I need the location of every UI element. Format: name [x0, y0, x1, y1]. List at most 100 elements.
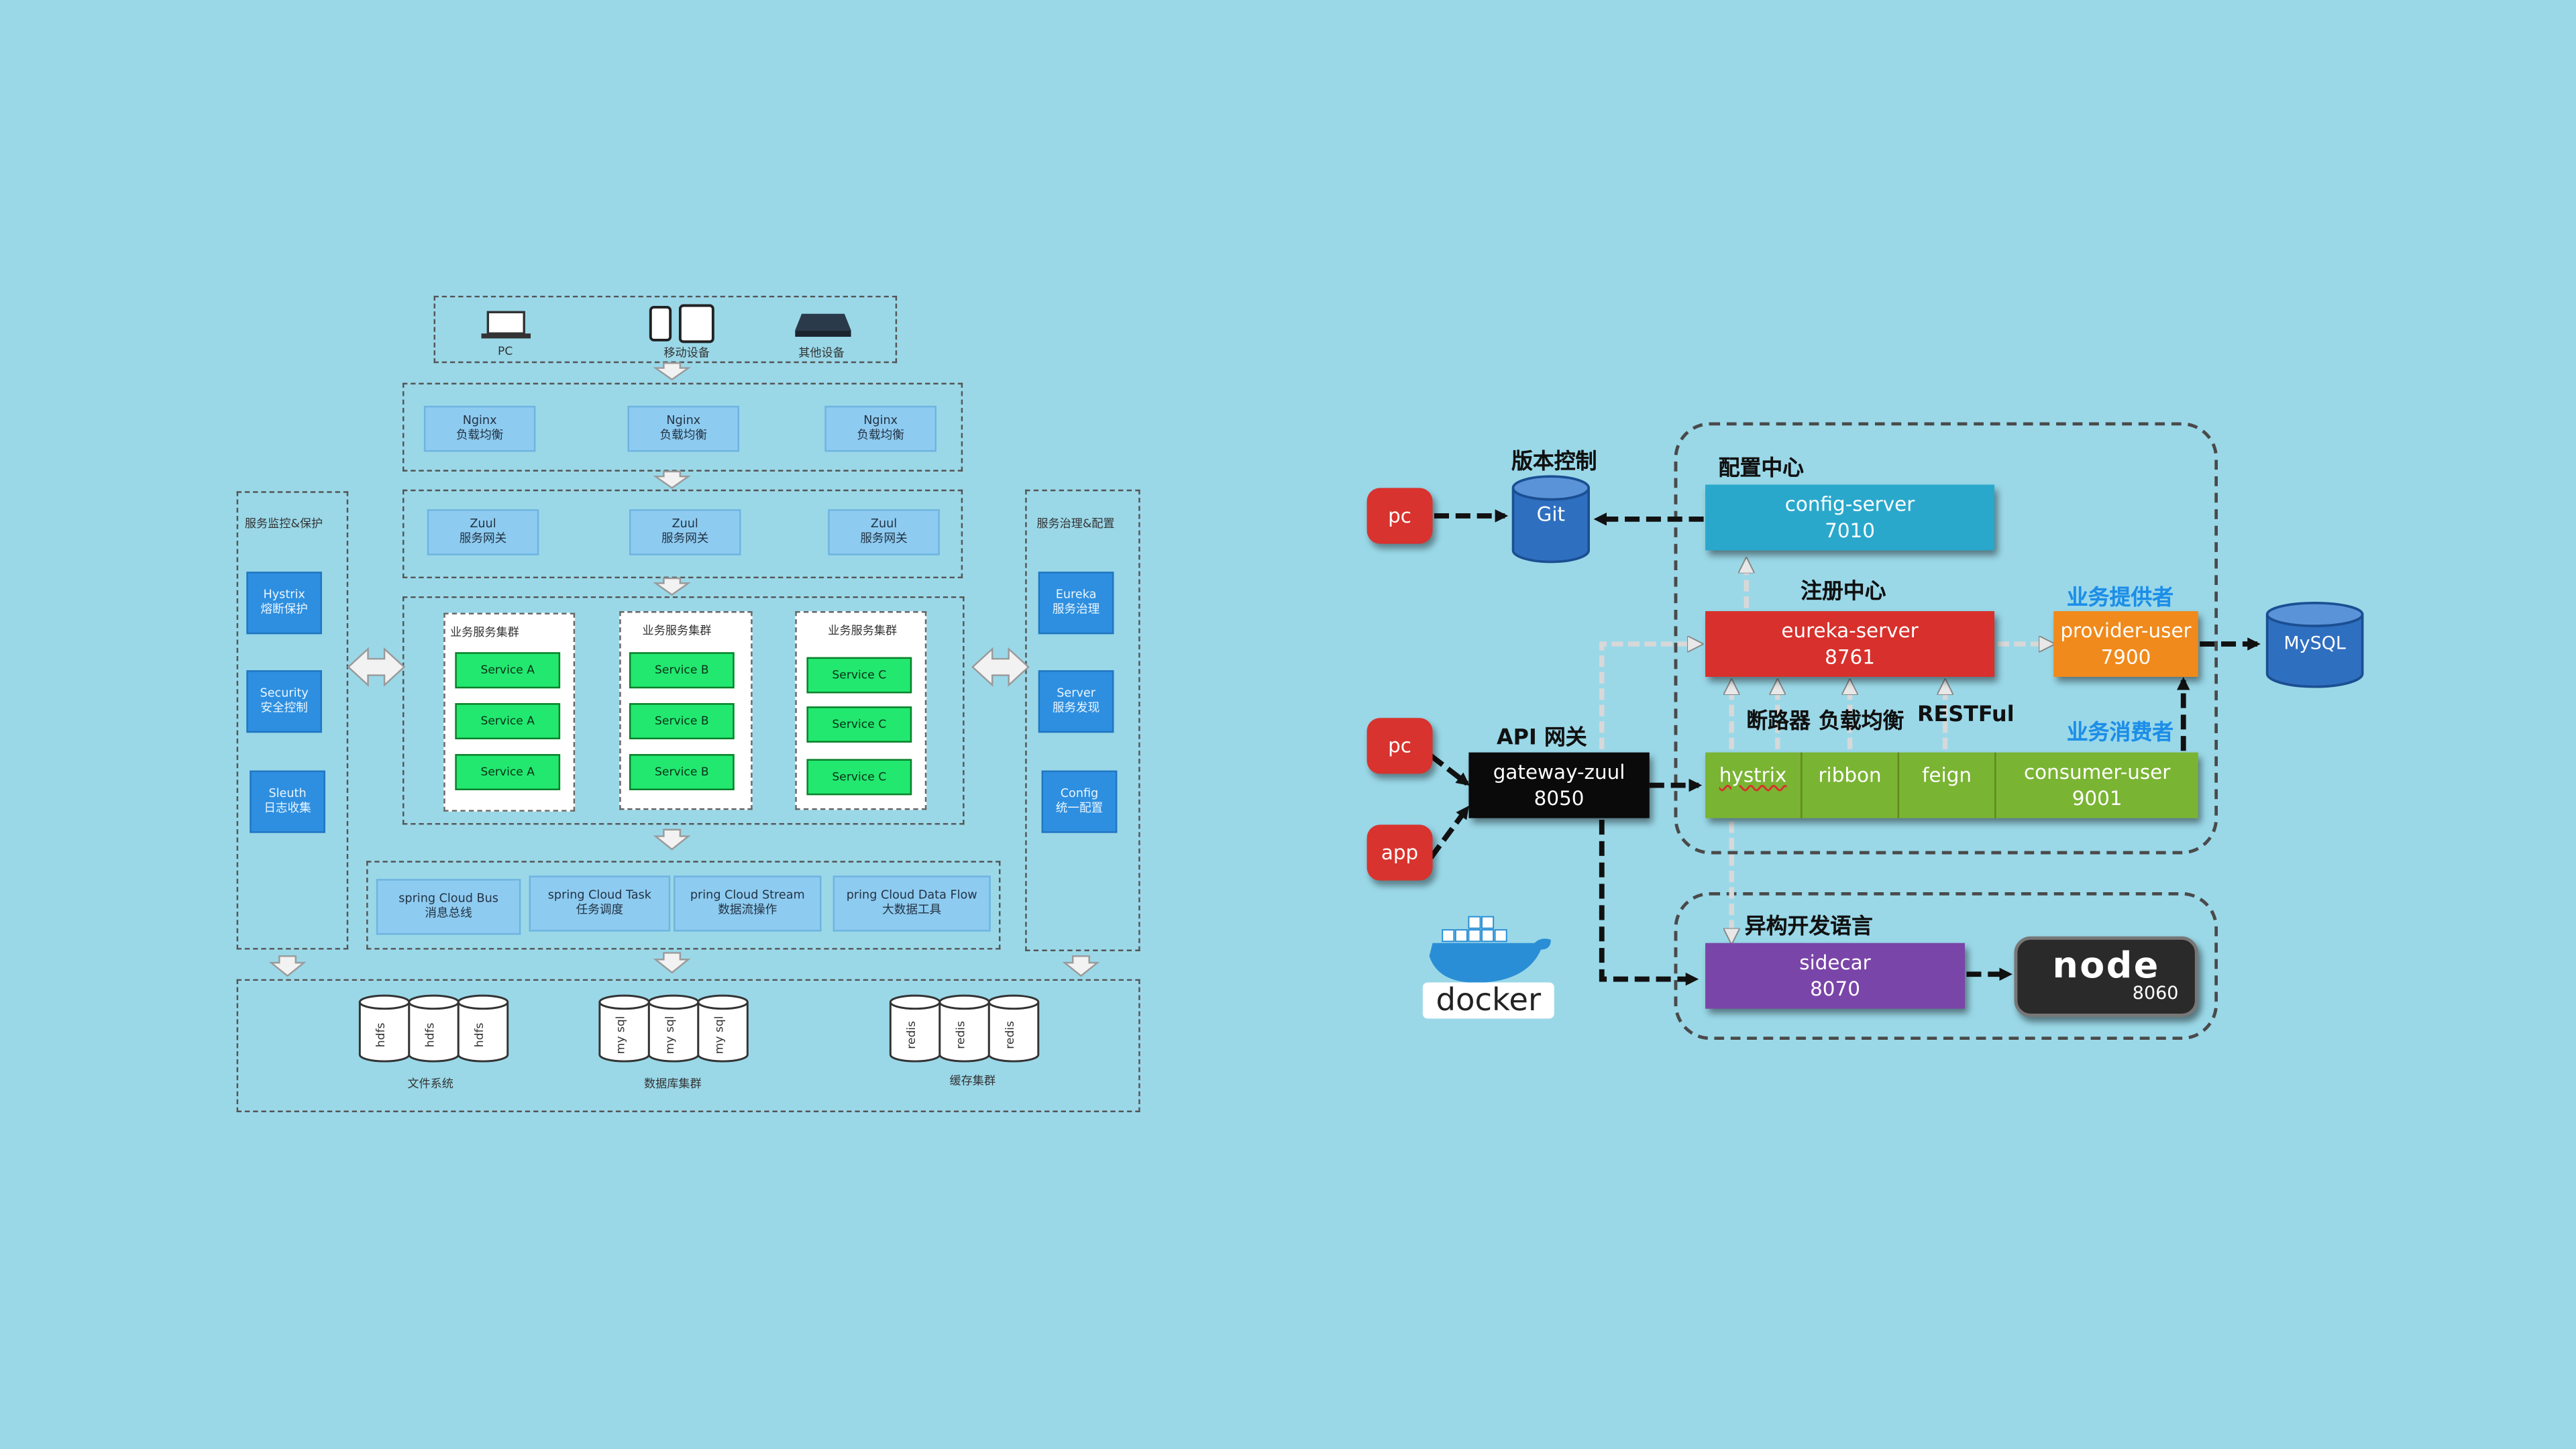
- bus-title: pring Cloud Data Flow: [846, 888, 977, 903]
- app-client[interactable]: app: [1366, 824, 1433, 881]
- zuul-sub: 服务网关: [459, 531, 507, 546]
- service-a-box: Service A: [455, 754, 561, 790]
- sidecar-box[interactable]: sidecar 8070: [1705, 943, 1966, 1009]
- device-other-label: 其他设备: [798, 346, 845, 360]
- monitor-item-title: Sleuth: [268, 786, 307, 801]
- polyglot-heading: 异构开发语言: [1744, 915, 1873, 940]
- app-to-gateway-arrow: [1428, 805, 1470, 859]
- registry-heading: 注册中心: [1801, 580, 1886, 605]
- monitor-item-title: Hystrix: [263, 587, 305, 602]
- config-server-box[interactable]: config-server 7010: [1705, 484, 1995, 551]
- feign-label: feign: [1922, 763, 1972, 788]
- down-arrow-icon: [1062, 955, 1100, 977]
- gateway-port: 8050: [1534, 787, 1585, 810]
- load-balance-heading: 负载均衡: [1819, 709, 1904, 735]
- pc-to-gateway-arrow: [1429, 753, 1470, 786]
- ribbon-segment[interactable]: ribbon: [1803, 752, 1900, 818]
- monitor-item-sub: 日志收集: [264, 800, 311, 815]
- service-c-box: Service C: [806, 759, 912, 796]
- config-server-name: config-server: [1784, 492, 1915, 516]
- eureka-server-box[interactable]: eureka-server 8761: [1705, 611, 1995, 677]
- services-group: [402, 596, 965, 825]
- pc-client[interactable]: pc: [1366, 488, 1433, 544]
- service-b-box: Service B: [629, 703, 735, 740]
- monitor-title: 服务监控&保护: [244, 517, 323, 531]
- hystrix-label: hystrix: [1719, 763, 1787, 788]
- nginx-title: Nginx: [462, 413, 497, 428]
- consumer-bar: hystrix ribbon feign consumer-user 9001: [1705, 752, 2198, 818]
- service-c-box: Service C: [806, 657, 912, 694]
- provider-user-port: 7900: [2100, 645, 2151, 669]
- service-c-box: Service C: [806, 706, 912, 743]
- double-arrow-icon: [971, 647, 1030, 688]
- service-a-box: Service A: [455, 703, 561, 740]
- node-logo: node: [2052, 946, 2160, 987]
- monitor-item-title: Security: [260, 686, 309, 701]
- consumer-user-name: consumer-user: [2023, 760, 2171, 784]
- zuul-sub: 服务网关: [860, 531, 908, 546]
- governance-item-sub: 服务发现: [1052, 700, 1100, 715]
- governance-item-title: Config: [1060, 786, 1099, 801]
- provider-user-name: provider-user: [2060, 619, 2192, 643]
- provider-user-box[interactable]: provider-user 7900: [2053, 611, 2198, 677]
- zuul-title: Zuul: [870, 516, 898, 531]
- version-control-heading: 版本控制: [1511, 450, 1597, 475]
- cluster-title: 业务服务集群: [450, 626, 519, 639]
- down-arrow-icon: [653, 577, 692, 596]
- consumer-user-segment[interactable]: consumer-user 9001: [1996, 753, 2198, 818]
- cluster-title: 业务服务集群: [642, 624, 712, 638]
- monitor-item-sub: 安全控制: [260, 700, 308, 715]
- laptop-icon: [481, 311, 531, 339]
- node-box[interactable]: node 8060: [2014, 936, 2198, 1017]
- nginx-sub: 负载均衡: [659, 427, 707, 442]
- bus-sub: 消息总线: [425, 905, 472, 920]
- config-server-port: 7010: [1825, 519, 1875, 543]
- consumer-heading: 业务消费者: [2066, 721, 2174, 746]
- pc-client[interactable]: pc: [1366, 718, 1433, 774]
- governance-item-title: Server: [1057, 686, 1095, 701]
- down-arrow-icon: [653, 470, 692, 489]
- config-center-heading: 配置中心: [1718, 456, 1805, 482]
- bus-sub: 数据流操作: [718, 902, 777, 917]
- mobile-devices-icon: [649, 304, 714, 343]
- bus-title: spring Cloud Task: [547, 888, 652, 903]
- governance-item-sub: 服务治理: [1052, 601, 1100, 616]
- gateway-name: gateway-zuul: [1493, 760, 1625, 784]
- service-b-box: Service B: [629, 652, 735, 689]
- device-mobile-label: 移动设备: [663, 346, 710, 360]
- other-device-icon: [795, 313, 851, 337]
- monitor-group: [236, 491, 349, 950]
- git-label: Git: [1536, 502, 1566, 526]
- feign-segment[interactable]: feign: [1899, 752, 1996, 818]
- node-port: 8060: [2132, 982, 2179, 1004]
- governance-group: [1025, 489, 1140, 951]
- sidecar-port: 8070: [1810, 977, 1860, 1001]
- down-arrow-icon: [653, 362, 692, 381]
- ribbon-label: ribbon: [1818, 763, 1882, 788]
- consumer-user-port: 9001: [2072, 787, 2123, 810]
- down-arrow-icon: [653, 828, 691, 851]
- double-arrow-icon: [347, 647, 406, 688]
- nginx-title: Nginx: [666, 413, 701, 428]
- nginx-title: Nginx: [863, 413, 898, 428]
- hystrix-segment[interactable]: hystrix: [1705, 752, 1803, 818]
- zuul-sub: 服务网关: [661, 531, 709, 546]
- down-arrow-icon: [268, 955, 307, 977]
- git-repo-icon: [1511, 475, 1591, 564]
- mysql-db-icon: [2265, 601, 2364, 688]
- bus-group: [366, 861, 1001, 950]
- gateway-zuul-box[interactable]: gateway-zuul 8050: [1468, 752, 1650, 818]
